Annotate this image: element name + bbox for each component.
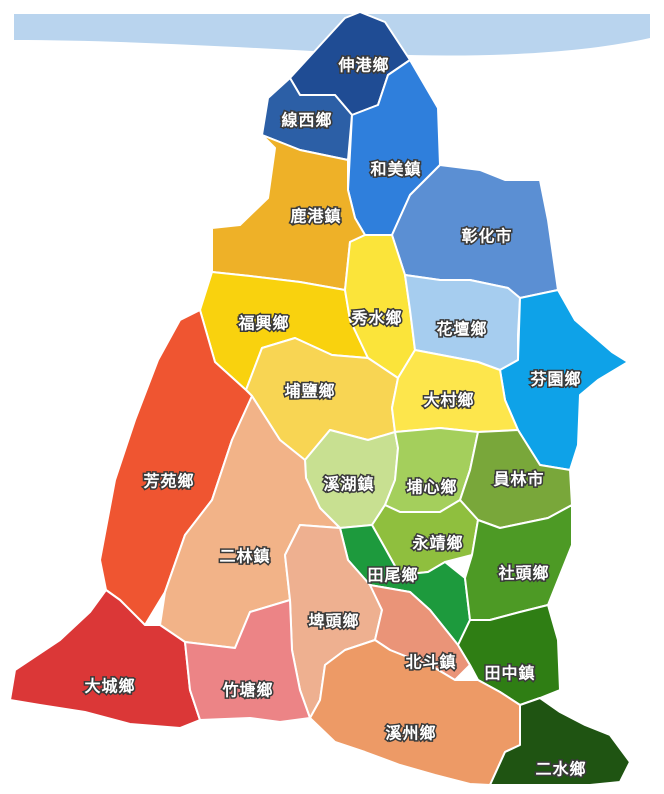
region-label-puyan: 埔鹽鄉	[284, 382, 335, 401]
region-label-fangyuan: 芳苑鄉	[143, 472, 194, 491]
region-label-huatan: 花壇鄉	[436, 320, 487, 339]
region-label-shetou: 社頭鄉	[497, 564, 549, 583]
region-dacheng[interactable]	[9, 589, 201, 729]
region-label-tianwei: 田尾鄉	[367, 566, 418, 585]
region-label-hemei: 和美鎮	[370, 160, 421, 179]
region-label-puxin: 埔心鄉	[406, 478, 457, 497]
region-label-xizhou: 溪州鄉	[385, 724, 436, 743]
region-label-pitou: 埤頭鄉	[308, 612, 359, 631]
region-label-xianxi: 線西鄉	[281, 111, 332, 130]
region-ershui[interactable]	[489, 697, 631, 786]
region-label-fenyuan: 芬園鄉	[529, 370, 581, 389]
region-label-changhua: 彰化市	[461, 227, 512, 246]
region-label-xiushui: 秀水鄉	[350, 309, 402, 328]
region-label-lugang: 鹿港鎮	[290, 207, 341, 226]
region-label-yuanlin: 員林市	[492, 470, 544, 489]
region-label-tianzhong: 田中鎮	[484, 664, 535, 683]
region-label-zhutang: 竹塘鄉	[221, 681, 273, 700]
region-label-fuxing: 福興鄉	[237, 314, 289, 333]
region-label-beidou: 北斗鎮	[405, 653, 456, 672]
region-label-xihu: 溪湖鎮	[323, 475, 374, 494]
region-lugang[interactable]	[211, 134, 366, 291]
region-label-erlin: 二林鎮	[219, 547, 270, 566]
region-label-dacun: 大村鄉	[423, 391, 474, 410]
region-zhutang[interactable]	[184, 599, 311, 723]
region-label-dacheng: 大城鄉	[84, 677, 135, 696]
region-label-ershui: 二水鄉	[535, 760, 586, 779]
region-label-yongjing: 永靖鄉	[411, 534, 463, 553]
region-label-shengang: 伸港鄉	[337, 56, 389, 75]
